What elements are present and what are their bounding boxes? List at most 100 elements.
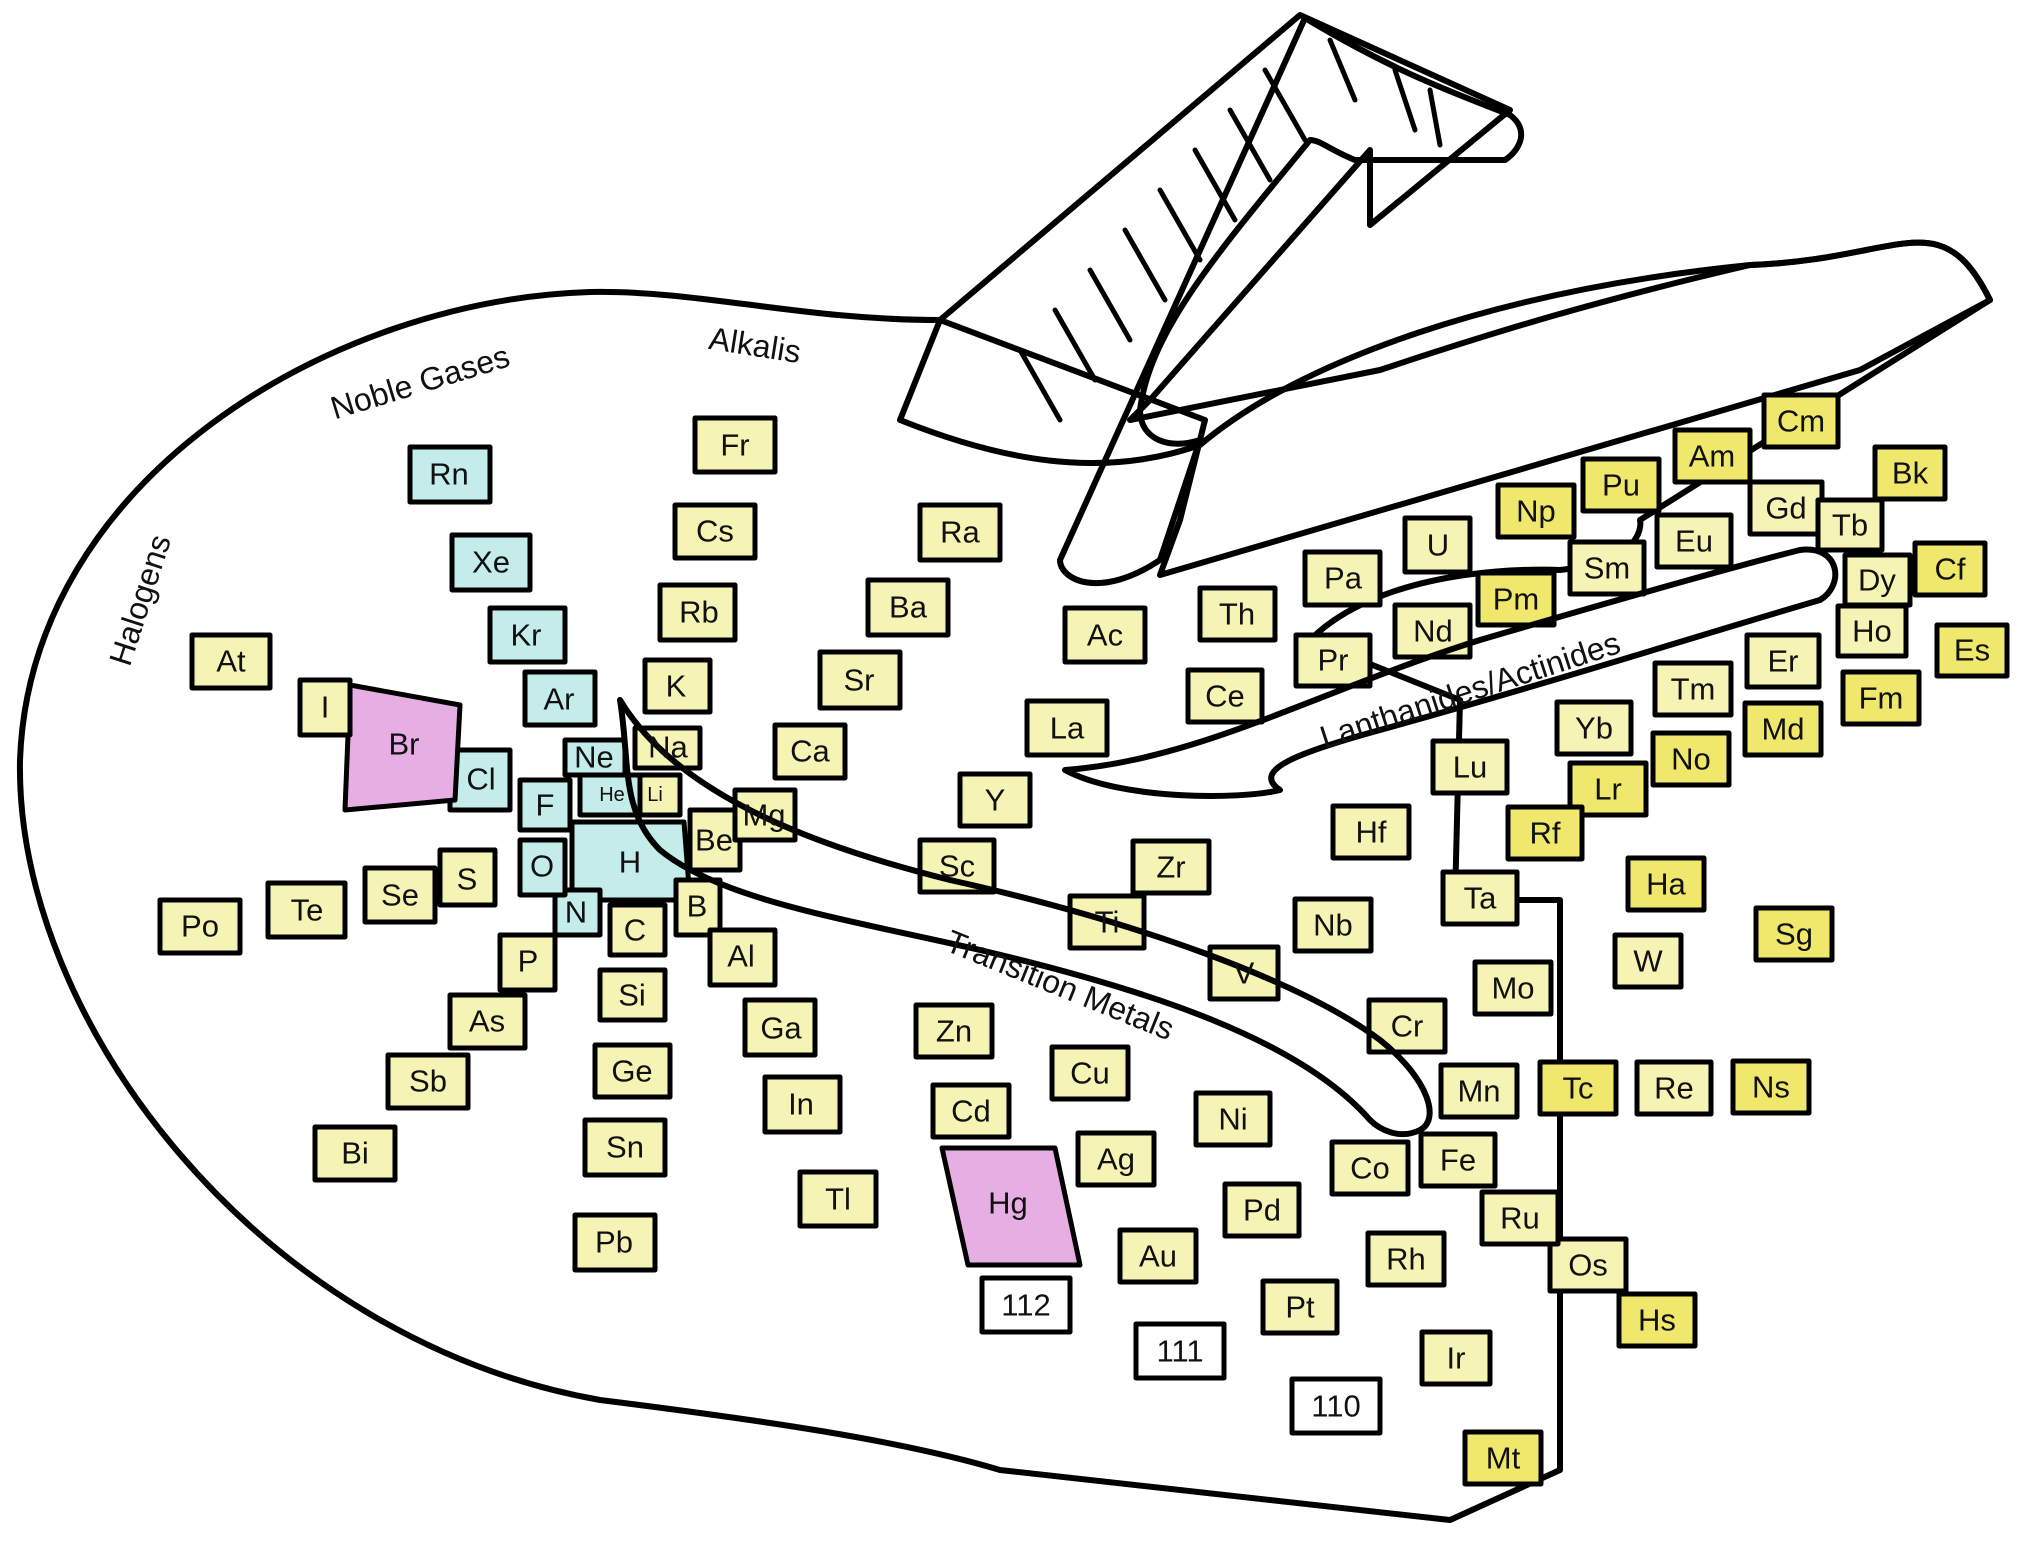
element-symbol-sr: Sr: [844, 663, 875, 698]
element-cell-ar: [522, 669, 598, 728]
element-cell-zr: [1130, 838, 1212, 896]
element-symbol-md: Md: [1761, 712, 1804, 747]
element-symbol-ha: Ha: [1646, 867, 1686, 902]
element-symbol-sc: Sc: [939, 849, 975, 884]
element-cell-ba: [865, 577, 951, 638]
element-cell-p: [497, 932, 558, 993]
element-cell-pu: [1580, 456, 1662, 514]
element-cell-li: [637, 772, 683, 818]
element-symbol-th: Th: [1219, 597, 1255, 632]
element-cell-th: [1197, 585, 1278, 643]
element-symbol-tm: Tm: [1671, 672, 1716, 707]
element-cell-cf: [1912, 540, 1988, 598]
element-symbol-pu: Pu: [1602, 468, 1640, 503]
element-cell-ni: [1193, 1090, 1273, 1148]
element-symbol-ns: Ns: [1752, 1070, 1790, 1105]
element-symbol-mo: Mo: [1491, 971, 1534, 1006]
element-cell-mt: [1462, 1429, 1544, 1487]
element-symbol-hg: Hg: [988, 1186, 1028, 1221]
element-symbol-k: K: [666, 669, 687, 704]
element-cell-f: [517, 777, 573, 833]
element-cell-rb: [657, 582, 738, 643]
element-cell-zn: [913, 1002, 995, 1060]
element-cell-ir: [1419, 1329, 1493, 1387]
element-cell-os: [1547, 1236, 1629, 1294]
element-cell-ag: [1075, 1130, 1157, 1188]
element-symbol-nb: Nb: [1313, 908, 1353, 943]
element-cell-k: [642, 657, 713, 715]
element-cell-tc: [1537, 1059, 1619, 1117]
element-cell-ra: [917, 502, 1003, 563]
element-symbol-sn: Sn: [606, 1130, 644, 1165]
element-symbol-w: W: [1633, 944, 1663, 979]
element-cell-tl: [797, 1169, 879, 1229]
element-symbol-ni: Ni: [1218, 1102, 1247, 1137]
element-symbol-in: In: [788, 1087, 814, 1122]
element-cell-ho: [1835, 603, 1909, 659]
element-symbol-bk: Bk: [1892, 456, 1929, 491]
element-symbol-ar: Ar: [544, 682, 575, 717]
element-cell-md: [1742, 700, 1824, 758]
element-symbol-mn: Mn: [1457, 1074, 1500, 1109]
element-symbol-110: 110: [1311, 1389, 1360, 1424]
element-symbol-cl: Cl: [466, 762, 495, 797]
element-cell-yb: [1554, 699, 1634, 757]
element-cell-kr: [487, 605, 568, 665]
element-cell-tm: [1652, 660, 1734, 718]
element-symbol-te: Te: [291, 893, 324, 928]
element-cell-n: [552, 887, 603, 938]
element-cells: [157, 392, 2010, 1487]
element-cell-lr: [1567, 760, 1649, 818]
element-symbol-br: Br: [389, 727, 420, 762]
element-cell-rf: [1505, 804, 1585, 862]
element-symbol-mt: Mt: [1486, 1441, 1521, 1476]
element-symbol-sb: Sb: [409, 1064, 447, 1099]
element-symbol-cm: Cm: [1777, 404, 1825, 439]
element-symbol-cr: Cr: [1391, 1009, 1424, 1044]
element-symbol-gd: Gd: [1765, 491, 1806, 526]
element-symbol-la: La: [1050, 711, 1085, 746]
element-symbol-am: Am: [1689, 439, 1736, 474]
element-cell-ta: [1440, 869, 1520, 927]
element-symbol-mg: Mg: [742, 798, 785, 833]
element-symbol-as: As: [469, 1004, 505, 1039]
element-symbol-np: Np: [1516, 494, 1556, 529]
element-cell-te: [265, 880, 348, 940]
element-symbol-os: Os: [1568, 1248, 1608, 1283]
element-symbol-ge: Ge: [611, 1054, 652, 1089]
element-cell-pm: [1475, 570, 1557, 628]
element-symbol-lu: Lu: [1453, 750, 1487, 785]
element-symbol-y: Y: [985, 783, 1006, 818]
halogens-label: Halogens: [102, 530, 178, 670]
element-symbol-ra: Ra: [940, 515, 980, 550]
element-cell-ns: [1730, 1058, 1812, 1116]
element-symbol-sg: Sg: [1775, 917, 1813, 952]
element-cell-rn: [407, 444, 493, 505]
element-symbol-es: Es: [1954, 633, 1990, 668]
element-symbol-pm: Pm: [1493, 582, 1540, 617]
element-cell-xe: [449, 532, 533, 593]
element-symbol-o: O: [530, 849, 554, 884]
element-symbol-b: B: [687, 889, 708, 924]
element-symbol-cd: Cd: [951, 1094, 991, 1129]
element-cell-pa: [1302, 549, 1383, 608]
element-cell-no: [1650, 730, 1732, 788]
transition-channel: [617, 697, 1433, 1138]
element-symbol-ce: Ce: [1205, 679, 1245, 714]
strip-partitions: [1017, 37, 1443, 423]
element-symbol-ir: Ir: [1447, 1341, 1466, 1376]
element-symbol-fr: Fr: [720, 428, 749, 463]
element-cell-fr: [692, 415, 778, 475]
element-symbol-ta: Ta: [1464, 881, 1498, 916]
element-symbol-at: At: [216, 644, 246, 679]
element-cell-br: [342, 682, 463, 813]
element-cell-in: [762, 1074, 843, 1135]
element-symbol-ag: Ag: [1097, 1142, 1135, 1177]
element-symbol-112: 112: [1001, 1288, 1050, 1323]
element-cell-cu: [1049, 1044, 1131, 1102]
element-symbol-po: Po: [181, 909, 219, 944]
element-cell-cd: [930, 1082, 1012, 1140]
element-cell-u: [1402, 515, 1473, 575]
element-symbol-rf: Rf: [1530, 816, 1561, 851]
